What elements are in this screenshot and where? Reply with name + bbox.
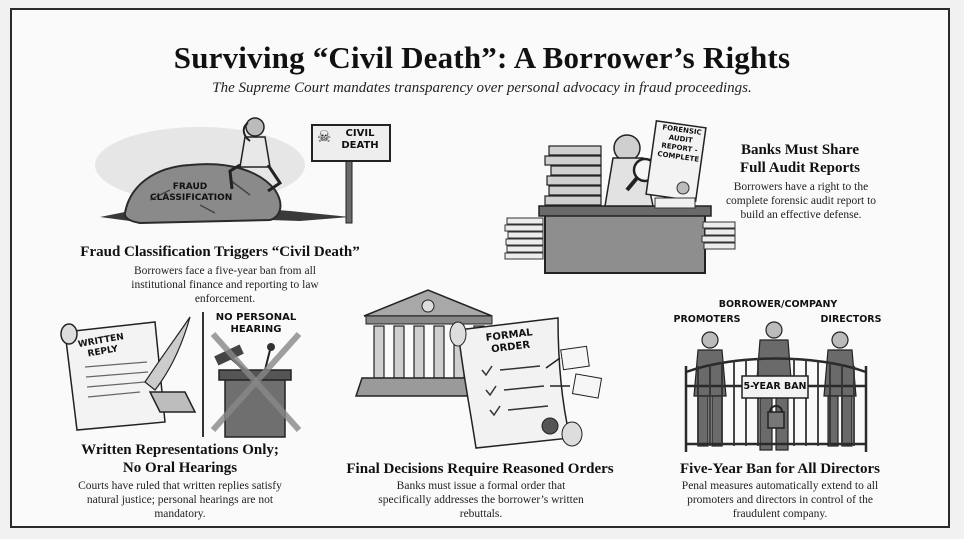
written-heading-line2: No Oral Hearings bbox=[122, 460, 238, 476]
orders-body: Banks must issue a formal order that spe… bbox=[378, 480, 584, 520]
fraud-heading: Fraud Classification Triggers “Civil Dea… bbox=[80, 244, 360, 260]
directors-label: DIRECTORS bbox=[820, 314, 882, 325]
five-year-ban-sign: 5-YEAR BAN bbox=[743, 381, 807, 392]
written-reply-illustration bbox=[60, 312, 302, 438]
audit-desk-illustration bbox=[504, 120, 736, 274]
ban-heading: Five-Year Ban for All Directors bbox=[680, 461, 880, 477]
audit-heading-line1: Banks Must Share bbox=[740, 142, 860, 158]
no-personal-hearing-label: NO PERSONAL HEARING bbox=[215, 312, 297, 335]
fraud-body: Borrowers face a five-year ban from all … bbox=[131, 265, 319, 305]
fraud-rock-illustration bbox=[95, 117, 391, 225]
audit-heading-line2: Full Audit Reports bbox=[739, 160, 860, 176]
borrower-company-label: BORROWER/COMPANY bbox=[718, 299, 838, 310]
forensic-report-label: FORENSIC AUDIT REPORT - COMPLETE bbox=[656, 123, 703, 164]
orders-heading: Final Decisions Require Reasoned Orders bbox=[346, 461, 614, 477]
page-subtitle: The Supreme Court mandates transparency … bbox=[212, 80, 752, 96]
audit-body: Borrowers have a right to the complete f… bbox=[725, 181, 877, 221]
civil-death-sign-label: CIVIL DEATH bbox=[341, 128, 379, 151]
rock-label: FRAUD CLASSIFICATION bbox=[150, 182, 233, 203]
written-body: Courts have ruled that written replies s… bbox=[78, 480, 282, 520]
written-heading-line1: Written Representations Only; bbox=[81, 442, 279, 458]
promoters-label: PROMOTERS bbox=[673, 314, 741, 325]
ban-body: Penal measures automatically extend to a… bbox=[681, 480, 879, 520]
formal-order-illustration bbox=[354, 289, 603, 449]
page-title: Surviving “Civil Death”: A Borrower’s Ri… bbox=[173, 40, 791, 75]
ban-gate-illustration bbox=[684, 321, 868, 452]
skull-icon: ☠ bbox=[317, 127, 332, 146]
